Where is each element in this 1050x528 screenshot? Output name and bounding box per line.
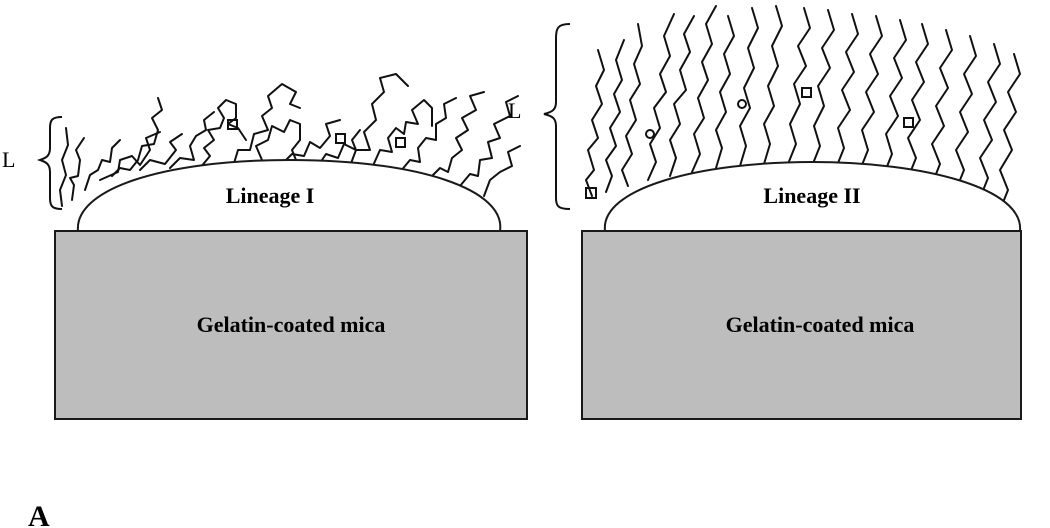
cell-label-left: Lineage I — [226, 183, 315, 208]
panel-lineage-2: Gelatin-coated mica — [508, 5, 1022, 420]
polymer-knots-right — [585, 87, 914, 199]
polymer-brush-left — [59, 73, 521, 207]
polymer-brush-right — [585, 5, 1021, 211]
length-label-left: L — [2, 147, 15, 172]
substrate-label-right: Gelatin-coated mica — [726, 312, 915, 337]
cell-lineage-1 — [76, 158, 502, 232]
panel-lineage-1: Gelatin-coated mica — [2, 73, 528, 420]
panel-letter: A — [28, 500, 50, 528]
length-bracket-right — [543, 23, 571, 210]
length-bracket-left — [36, 116, 63, 210]
polymer-knots-left — [227, 119, 406, 148]
cell-label-right: Lineage II — [763, 183, 860, 208]
substrate-label-left: Gelatin-coated mica — [197, 312, 386, 337]
cell-lineage-2 — [603, 160, 1022, 232]
length-label-right: L — [508, 98, 521, 123]
substrate-right — [581, 230, 1022, 420]
substrate-left — [54, 230, 528, 420]
